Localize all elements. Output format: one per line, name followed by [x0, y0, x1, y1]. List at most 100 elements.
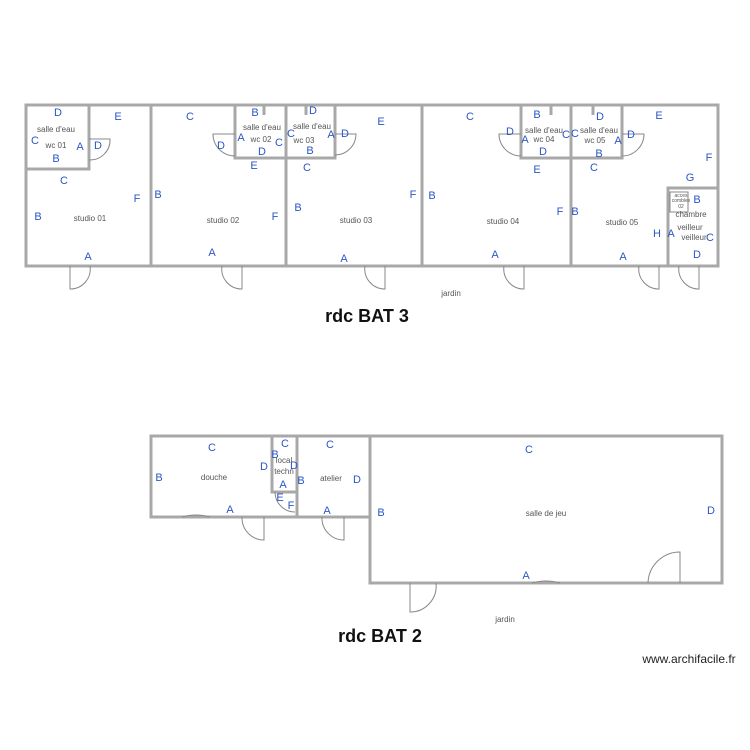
room-label: studio 03 — [340, 216, 373, 225]
room-label: wc 02 — [250, 135, 272, 144]
room-label: salle d'eau — [293, 122, 331, 131]
building-title-bat3: rdc BAT 3 — [325, 306, 409, 326]
wall-letter: E — [250, 160, 257, 172]
wall-letter: A — [340, 253, 348, 265]
wall-letter: C — [186, 111, 194, 123]
wall-letter: C — [287, 128, 295, 140]
wall-letter: A — [521, 134, 529, 146]
wall-letter: D — [94, 140, 102, 152]
bat2-doors — [181, 491, 681, 613]
room-label: studio 02 — [207, 216, 240, 225]
wall-letter: E — [655, 110, 662, 122]
wall-letter: A — [619, 251, 627, 263]
room-label: salle d'eau — [525, 126, 563, 135]
wall-letter: H — [653, 228, 661, 240]
room-label: douche — [201, 473, 228, 482]
wall-letter: D — [54, 107, 62, 119]
wall-letter: C — [208, 442, 216, 454]
wall-letter: D — [353, 474, 361, 486]
wall-letter: B — [595, 148, 602, 160]
room-label: atelier — [320, 474, 342, 483]
room-label: veilleur — [677, 223, 703, 232]
wall-letter: G — [686, 172, 695, 184]
wall-letter: C — [590, 162, 598, 174]
room-label: veilleur — [681, 233, 707, 242]
wall-letter: D — [260, 461, 268, 473]
wall-letter: D — [596, 111, 604, 123]
wall-letter: E — [377, 116, 384, 128]
wall-letter: D — [309, 105, 317, 117]
wall-letter: B — [294, 202, 301, 214]
room-label: wc 04 — [533, 135, 555, 144]
wall-letter: C — [31, 135, 39, 147]
wall-letter: D — [258, 146, 266, 158]
wall-letter: D — [290, 460, 298, 472]
room-label: local — [276, 456, 293, 465]
wall-letter: C — [60, 175, 68, 187]
wall-letter: F — [410, 189, 417, 201]
bat3-doors — [69, 133, 700, 290]
room-label: studio 04 — [487, 217, 520, 226]
room-label: wc 03 — [293, 136, 315, 145]
wall-letter: A — [237, 132, 245, 144]
wall-letter: B — [533, 109, 540, 121]
wall-letter: A — [84, 251, 92, 263]
wall-letter: A — [323, 505, 331, 517]
outside-label-bat3: jardin — [440, 289, 461, 298]
wall-letter: C — [275, 137, 283, 149]
wall-letter: B — [297, 475, 304, 487]
room-label: salle d'eau — [243, 123, 281, 132]
access-hatch-label: acces combles 02 — [672, 193, 691, 210]
wall-letter: B — [271, 449, 278, 461]
wall-letter: B — [571, 206, 578, 218]
wall-letter: E — [276, 492, 283, 504]
access-note-line: combles — [672, 198, 691, 204]
wall-letter: A — [522, 570, 530, 582]
wall-letter: A — [667, 228, 675, 240]
access-note-line: acces — [674, 193, 688, 199]
wall-letter: B — [155, 472, 162, 484]
wall-letter: B — [693, 194, 700, 206]
wall-letter: B — [306, 145, 313, 157]
access-note-line: 02 — [678, 204, 684, 210]
wall-letter: B — [52, 153, 59, 165]
wall-letter: C — [326, 439, 334, 451]
watermark: www.archifacile.fr — [641, 652, 735, 666]
room-label: chambre — [675, 210, 707, 219]
wall-letter: A — [614, 135, 622, 147]
outside-label-bat2: jardin — [494, 615, 515, 624]
wall-letter: C — [466, 111, 474, 123]
wall-letter: D — [539, 146, 547, 158]
wall-letter: F — [557, 206, 564, 218]
wall-letter: F — [288, 500, 295, 512]
wall-letter: A — [76, 141, 84, 153]
room-label: salle d'eau — [580, 126, 618, 135]
wall-letter: B — [251, 107, 258, 119]
wall-letter: E — [114, 111, 121, 123]
wall-letter: A — [279, 479, 287, 491]
wall-letter: A — [226, 504, 234, 516]
building-title-bat2: rdc BAT 2 — [338, 626, 422, 646]
wall-letter: C — [281, 438, 289, 450]
wall-letter: C — [571, 128, 579, 140]
wall-letter: A — [327, 129, 335, 141]
room-label: studio 01 — [74, 214, 107, 223]
wall-letter: A — [491, 249, 499, 261]
wall-letter: F — [134, 193, 141, 205]
wall-letter: D — [341, 128, 349, 140]
wall-letter: B — [377, 507, 384, 519]
wall-letter: B — [154, 189, 161, 201]
bat3-walls — [24, 103, 720, 268]
room-label: techn — [274, 467, 294, 476]
room-label: wc 01 — [45, 141, 67, 150]
room-label: studio 05 — [606, 218, 639, 227]
wall-letter: F — [706, 152, 713, 164]
room-label: salle d'eau — [37, 125, 75, 134]
wall-letter: D — [217, 140, 225, 152]
wall-letter: C — [562, 129, 570, 141]
wall-letter: D — [627, 129, 635, 141]
wall-letter: D — [693, 249, 701, 261]
